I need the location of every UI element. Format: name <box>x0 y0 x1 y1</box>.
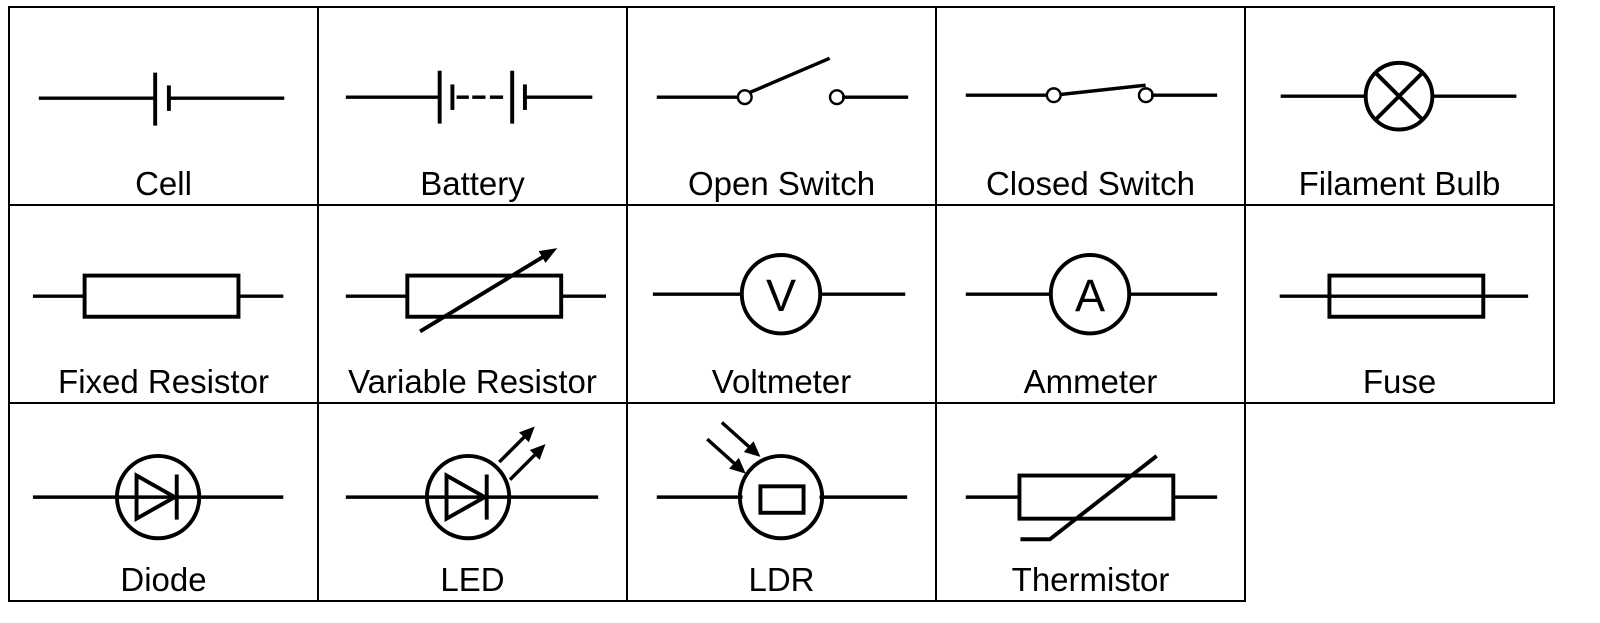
voltmeter-letter: V <box>766 270 796 321</box>
fixed-resistor-label: Fixed Resistor <box>58 363 269 400</box>
battery-symbol-tile: Battery <box>317 6 628 206</box>
voltmeter-label: Voltmeter <box>711 363 852 400</box>
voltmeter-symbol-tile: V Voltmeter <box>626 204 937 404</box>
battery-label: Battery <box>420 165 525 202</box>
ldr-label: LDR <box>748 561 815 598</box>
diode-label: Diode <box>120 561 207 598</box>
variable-resistor-symbol-tile: Variable Resistor <box>317 204 628 404</box>
filament-bulb-symbol-tile: Filament Bulb <box>1244 6 1555 206</box>
fuse-symbol-tile: Fuse <box>1244 204 1555 404</box>
thermistor-symbol-icon <box>965 454 1218 542</box>
diode-symbol-tile: Diode <box>8 402 319 602</box>
variable-resistor-label: Variable Resistor <box>348 363 597 400</box>
led-symbol-icon <box>345 426 599 541</box>
thermistor-label: Thermistor <box>1011 561 1170 598</box>
open-switch-label: Open Switch <box>687 165 876 202</box>
fixed-resistor-symbol-icon <box>32 273 284 319</box>
ammeter-symbol-icon: A <box>965 253 1218 336</box>
cell-symbol-tile: Cell <box>8 6 319 206</box>
ammeter-symbol-tile: A Ammeter <box>935 204 1246 404</box>
ammeter-letter: A <box>1075 270 1105 321</box>
ldr-symbol-icon <box>656 421 908 541</box>
closed-switch-symbol-icon <box>965 83 1218 104</box>
filament-bulb-symbol-icon <box>1280 60 1517 132</box>
closed-switch-symbol-tile: Closed Switch <box>935 6 1246 206</box>
cell-symbol-icon <box>38 72 285 126</box>
led-symbol-tile: LED <box>317 402 628 602</box>
filament-bulb-label: Filament Bulb <box>1298 165 1501 202</box>
fixed-resistor-symbol-tile: Fixed Resistor <box>8 204 319 404</box>
fuse-symbol-icon <box>1279 273 1529 319</box>
ldr-symbol-tile: LDR <box>626 402 937 602</box>
cell-label: Cell <box>135 165 192 202</box>
voltmeter-symbol-icon: V <box>652 253 906 336</box>
led-label: LED <box>440 561 505 598</box>
ammeter-label: Ammeter <box>1023 363 1158 400</box>
thermistor-symbol-tile: Thermistor <box>935 402 1246 602</box>
diode-symbol-icon <box>32 453 284 541</box>
variable-resistor-symbol-icon <box>345 248 607 334</box>
battery-symbol-icon <box>345 70 593 124</box>
closed-switch-label: Closed Switch <box>985 165 1196 202</box>
fuse-label: Fuse <box>1362 363 1437 400</box>
open-switch-symbol-tile: Open Switch <box>626 6 937 206</box>
open-switch-symbol-icon <box>656 56 909 106</box>
